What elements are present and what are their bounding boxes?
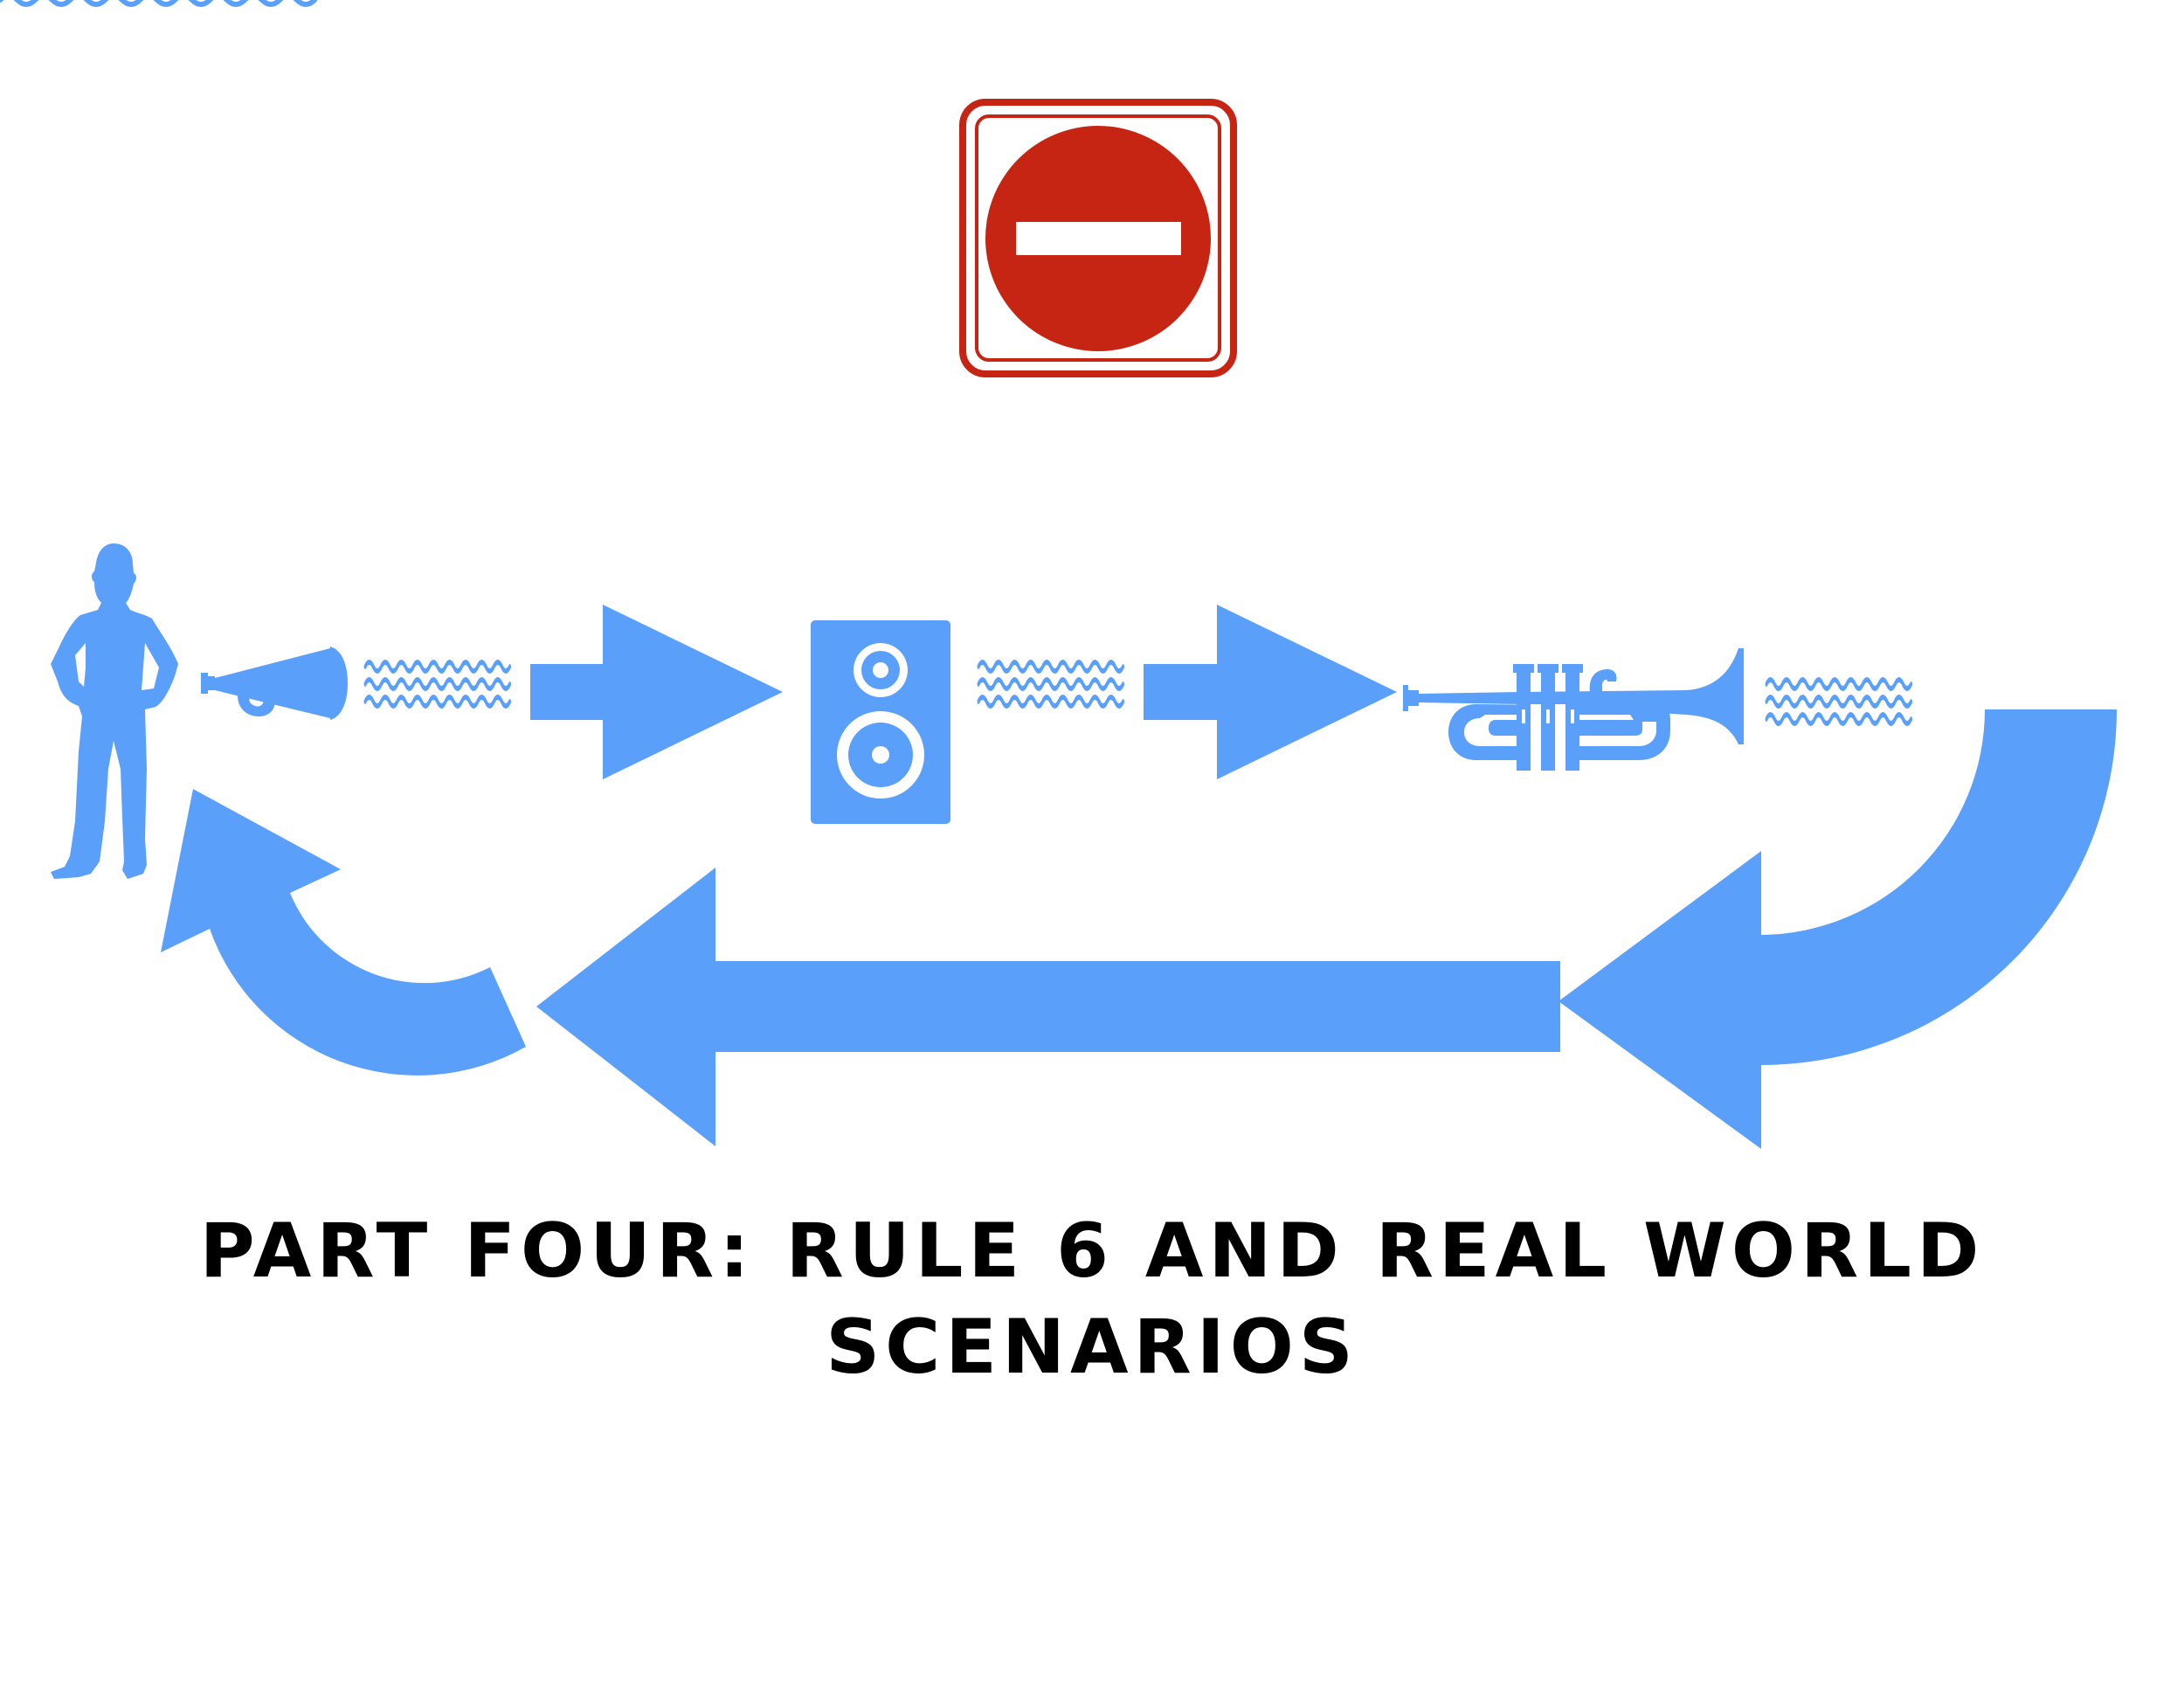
arrow-curve-to-person	[161, 789, 526, 1076]
page-title-line-2: SCENARIOS	[826, 1304, 1358, 1391]
arrow-speaker-to-trumpet	[1144, 605, 1397, 779]
person-silhouette-icon	[51, 543, 178, 879]
trumpet-icon	[1403, 648, 1744, 771]
sound-wave-icon	[978, 662, 1123, 706]
no-entry-sign-icon	[959, 99, 1237, 377]
arrow-return-left	[536, 868, 1560, 1146]
arrow-megaphone-to-speaker	[530, 605, 783, 779]
sound-wave-icon	[1766, 680, 1911, 723]
sound-wave-icon	[0, 0, 510, 706]
arrow-curve-right-down	[1559, 709, 2117, 1149]
megaphone-icon	[201, 647, 348, 720]
speaker-icon	[811, 620, 950, 824]
page-title-line-1: PART FOUR: RULE 6 AND REAL WORLD	[199, 1207, 1985, 1295]
